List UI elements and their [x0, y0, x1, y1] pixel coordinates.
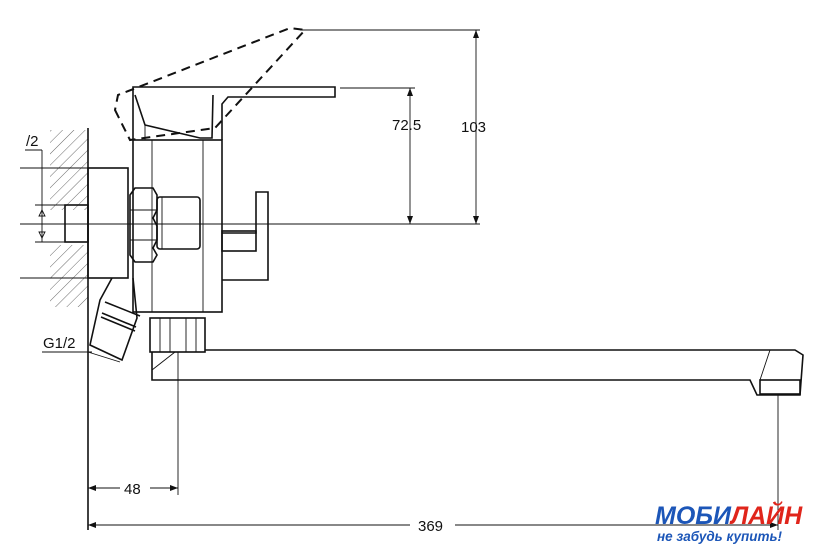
mobilain-logo: МОБИЛАЙН не забудь купить!	[655, 503, 802, 544]
dimension-72-5	[340, 87, 415, 224]
inlet-thread-label: G1/2	[43, 335, 76, 352]
lever-raised-height-label: 103	[461, 119, 486, 136]
dimension-103	[300, 29, 480, 224]
lever-handle	[132, 86, 336, 140]
diverter-knob	[221, 191, 269, 281]
spout-length-label: 369	[418, 518, 443, 535]
lever-raised-outline	[113, 26, 308, 142]
logo-slogan: не забудь купить!	[657, 529, 782, 544]
logo-brand: МОБИЛАЙН	[655, 503, 802, 529]
spout	[151, 349, 804, 396]
flange	[64, 167, 129, 279]
logo-brand-part2: ЛАЙН	[730, 502, 803, 530]
wall	[50, 128, 89, 530]
logo-brand-part1: МОБИ	[655, 502, 731, 530]
dimension-48	[88, 485, 178, 491]
spout-nut	[149, 317, 206, 353]
lever-height-label: 72.5	[392, 117, 421, 134]
dimension-369	[88, 522, 778, 528]
spout-offset-label: 48	[124, 481, 141, 498]
mixer-body	[129, 139, 223, 313]
pipe-thread-label: /2	[26, 133, 39, 150]
